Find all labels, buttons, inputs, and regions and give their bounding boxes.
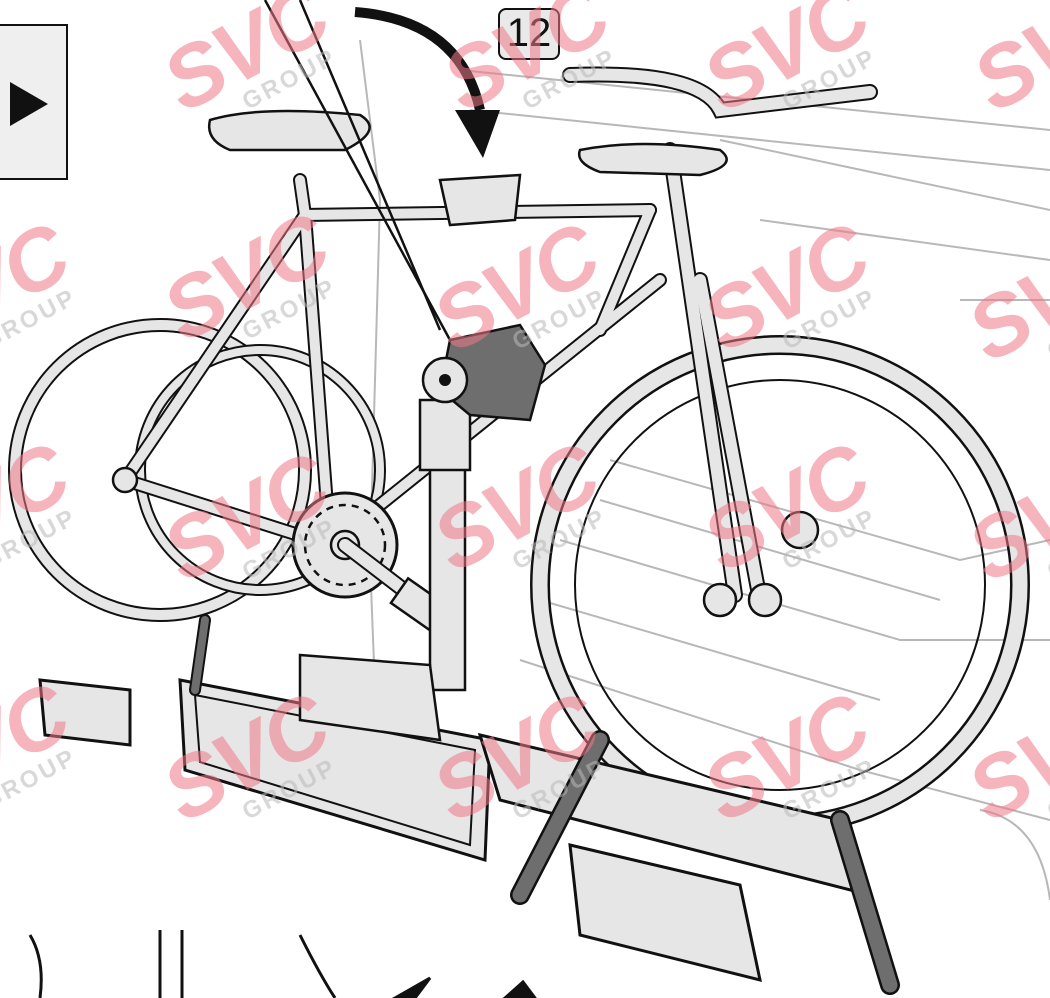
wheel-straps: [189, 614, 900, 995]
front-bicycle: [530, 66, 1030, 835]
rack-mast: [418, 173, 522, 692]
pointer-lines: [263, 0, 452, 341]
chainring: [291, 491, 455, 637]
rear-bicycle: [8, 109, 667, 622]
lock-knob-icon: [421, 323, 547, 422]
previous-step-panel: [0, 24, 68, 180]
curved-arrow-icon: [354, 7, 500, 158]
rack-platform: [38, 653, 873, 983]
step-number: 12: [498, 8, 560, 60]
play-triangle-icon: [10, 82, 48, 126]
bottom-partial-drawing: [28, 930, 537, 998]
